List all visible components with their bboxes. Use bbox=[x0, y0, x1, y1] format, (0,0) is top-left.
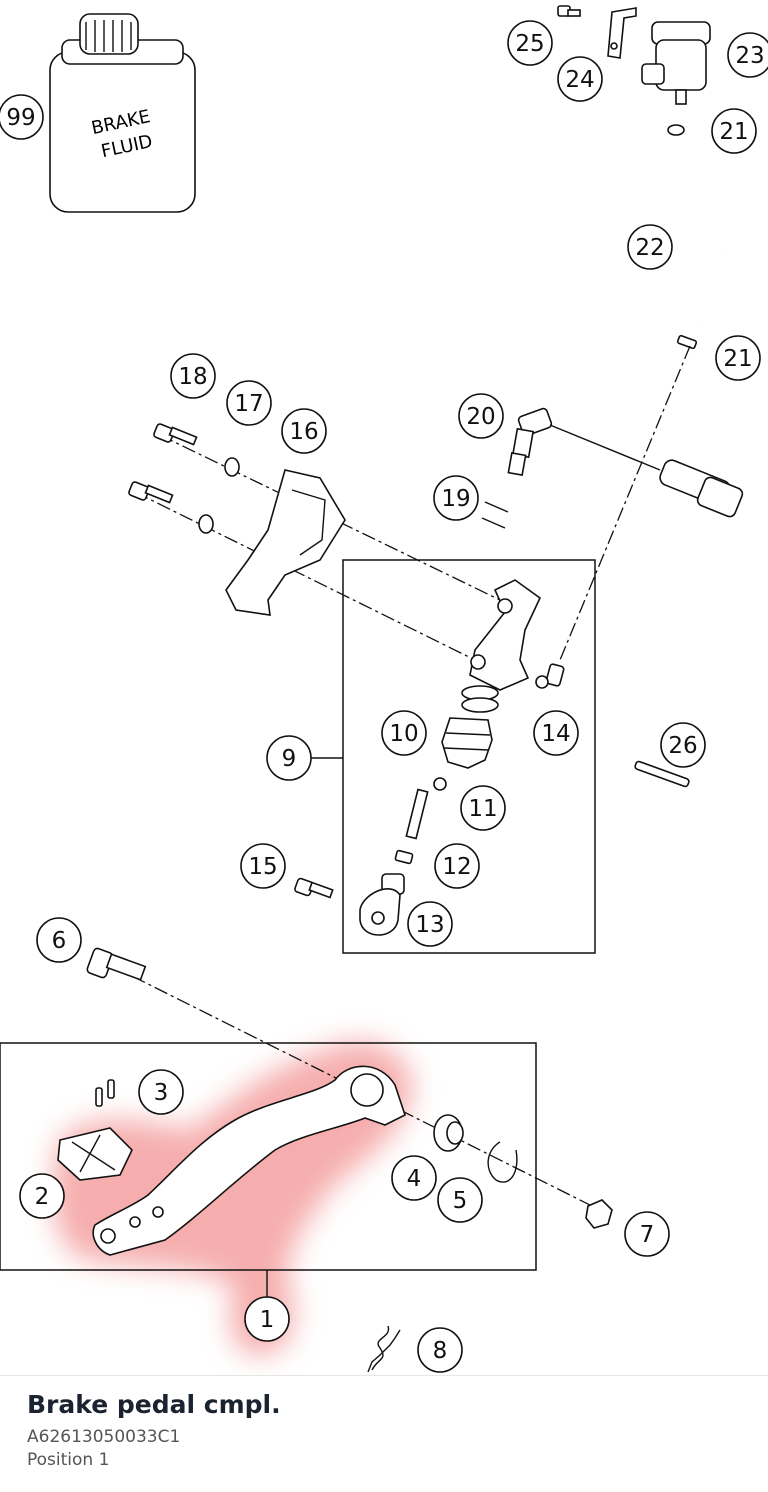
callout-13[interactable]: 13 bbox=[407, 901, 453, 947]
callout-2-label: 2 bbox=[35, 1184, 50, 1210]
callout-11-label: 11 bbox=[468, 796, 497, 822]
part-number: A62613050033C1 bbox=[27, 1427, 181, 1447]
callout-99-label: 99 bbox=[6, 105, 35, 131]
callout-18-label: 18 bbox=[178, 364, 207, 390]
brake-fluid-hose[interactable] bbox=[672, 159, 768, 326]
brake-fluid-reservoir[interactable] bbox=[641, 21, 711, 105]
washer-upper[interactable] bbox=[224, 457, 240, 477]
callout-1-label: 1 bbox=[260, 1307, 275, 1333]
callout-24-label: 24 bbox=[565, 67, 594, 93]
exploded-parts-diagram: BRAKE FLUID bbox=[0, 5, 768, 1373]
pedal-step[interactable] bbox=[57, 1127, 133, 1181]
callout-21-lower[interactable]: 21 bbox=[715, 335, 761, 381]
switch-connector[interactable] bbox=[658, 458, 744, 519]
callout-16-label: 16 bbox=[289, 419, 318, 445]
banjo-fitting[interactable] bbox=[535, 663, 565, 689]
callout-22[interactable]: 22 bbox=[627, 224, 673, 270]
callout-15-label: 15 bbox=[248, 854, 277, 880]
assembly-axis-hose bbox=[559, 345, 691, 661]
callout-4[interactable]: 4 bbox=[391, 1155, 437, 1201]
callout-3-label: 3 bbox=[154, 1080, 169, 1106]
callout-7-label: 7 bbox=[640, 1222, 655, 1248]
callout-20[interactable]: 20 bbox=[458, 393, 504, 439]
bolt-lower[interactable] bbox=[128, 481, 174, 504]
callout-5[interactable]: 5 bbox=[437, 1177, 483, 1223]
callout-25-label: 25 bbox=[515, 31, 544, 57]
callout-25[interactable]: 25 bbox=[507, 20, 553, 66]
callouts: 99 25 24 23 21 22 21 18 17 16 20 19 10 1… bbox=[0, 20, 768, 1373]
step-screws[interactable] bbox=[95, 1079, 115, 1107]
callout-15[interactable]: 15 bbox=[240, 843, 286, 889]
callout-12[interactable]: 12 bbox=[434, 843, 480, 889]
callout-2[interactable]: 2 bbox=[19, 1173, 65, 1219]
callout-21a-label: 21 bbox=[719, 119, 748, 145]
callout-14-label: 14 bbox=[541, 721, 570, 747]
callout-23-label: 23 bbox=[735, 43, 764, 69]
bolt-upper[interactable] bbox=[153, 423, 198, 446]
o-rings[interactable] bbox=[481, 501, 509, 529]
callout-26[interactable]: 26 bbox=[660, 722, 706, 768]
callout-17[interactable]: 17 bbox=[226, 380, 272, 426]
callout-23[interactable]: 23 bbox=[727, 32, 768, 78]
callout-10[interactable]: 10 bbox=[381, 710, 427, 756]
callout-4-label: 4 bbox=[407, 1166, 422, 1192]
lock-nut[interactable] bbox=[394, 849, 414, 865]
callout-3[interactable]: 3 bbox=[138, 1069, 184, 1115]
pin-26[interactable] bbox=[634, 760, 690, 788]
callout-14[interactable]: 14 bbox=[533, 710, 579, 756]
callout-13-label: 13 bbox=[415, 912, 444, 938]
callout-26-label: 26 bbox=[668, 733, 697, 759]
part-position: Position 1 bbox=[27, 1450, 110, 1470]
washer-lower[interactable] bbox=[198, 514, 214, 534]
brake-fluid-bottle[interactable]: BRAKE FLUID bbox=[49, 13, 196, 213]
callout-9[interactable]: 9 bbox=[266, 735, 312, 781]
callout-99[interactable]: 99 bbox=[0, 94, 44, 140]
callout-18[interactable]: 18 bbox=[170, 353, 216, 399]
pedal-bolt[interactable] bbox=[86, 947, 147, 981]
callout-6[interactable]: 6 bbox=[36, 917, 82, 963]
callout-8[interactable]: 8 bbox=[417, 1327, 463, 1373]
brake-pedal-group-frame bbox=[0, 1042, 537, 1271]
bearing[interactable] bbox=[433, 1114, 464, 1152]
callout-5-label: 5 bbox=[453, 1188, 468, 1214]
callout-22-label: 22 bbox=[635, 235, 664, 261]
pedal-nut[interactable] bbox=[585, 1199, 613, 1229]
callout-11[interactable]: 11 bbox=[460, 785, 506, 831]
callout-6-label: 6 bbox=[52, 928, 67, 954]
callout-19-label: 19 bbox=[441, 486, 470, 512]
brake-light-switch[interactable] bbox=[507, 407, 661, 476]
hose-clamp-lower[interactable] bbox=[676, 334, 698, 350]
callout-24[interactable]: 24 bbox=[557, 56, 603, 102]
push-rod[interactable] bbox=[405, 777, 447, 840]
brake-pedal[interactable] bbox=[92, 1065, 406, 1256]
callout-17-label: 17 bbox=[234, 391, 263, 417]
master-cylinder[interactable] bbox=[461, 579, 542, 713]
callout-20-label: 20 bbox=[466, 404, 495, 430]
heel-guard[interactable] bbox=[225, 469, 346, 616]
callout-21-upper[interactable]: 21 bbox=[711, 108, 757, 154]
return-spring[interactable] bbox=[367, 1325, 401, 1373]
dust-boot[interactable] bbox=[441, 717, 493, 769]
callout-8-label: 8 bbox=[433, 1338, 448, 1364]
callout-1[interactable]: 1 bbox=[244, 1296, 290, 1342]
assembly-axis-lower-bolt bbox=[134, 491, 476, 661]
callout-16[interactable]: 16 bbox=[281, 408, 327, 454]
callout-7[interactable]: 7 bbox=[624, 1211, 670, 1257]
callout-10-label: 10 bbox=[389, 721, 418, 747]
assembly-axis-pedal bbox=[109, 964, 601, 1211]
bolt-15[interactable] bbox=[294, 877, 334, 899]
part-title: Brake pedal cmpl. bbox=[27, 1390, 281, 1419]
callout-19[interactable]: 19 bbox=[433, 475, 479, 521]
fork-head[interactable] bbox=[359, 873, 405, 936]
circlip[interactable] bbox=[487, 1141, 518, 1183]
hose-clamp-upper[interactable] bbox=[667, 124, 685, 136]
reservoir-bracket[interactable] bbox=[607, 7, 637, 59]
part-info-panel: Brake pedal cmpl. A62613050033C1 Positio… bbox=[0, 1375, 768, 1492]
callout-21b-label: 21 bbox=[723, 346, 752, 372]
callout-12-label: 12 bbox=[442, 854, 471, 880]
reservoir-screw[interactable] bbox=[557, 5, 581, 17]
master-cylinder-group-frame bbox=[342, 559, 596, 954]
callout-9-label: 9 bbox=[282, 746, 297, 772]
